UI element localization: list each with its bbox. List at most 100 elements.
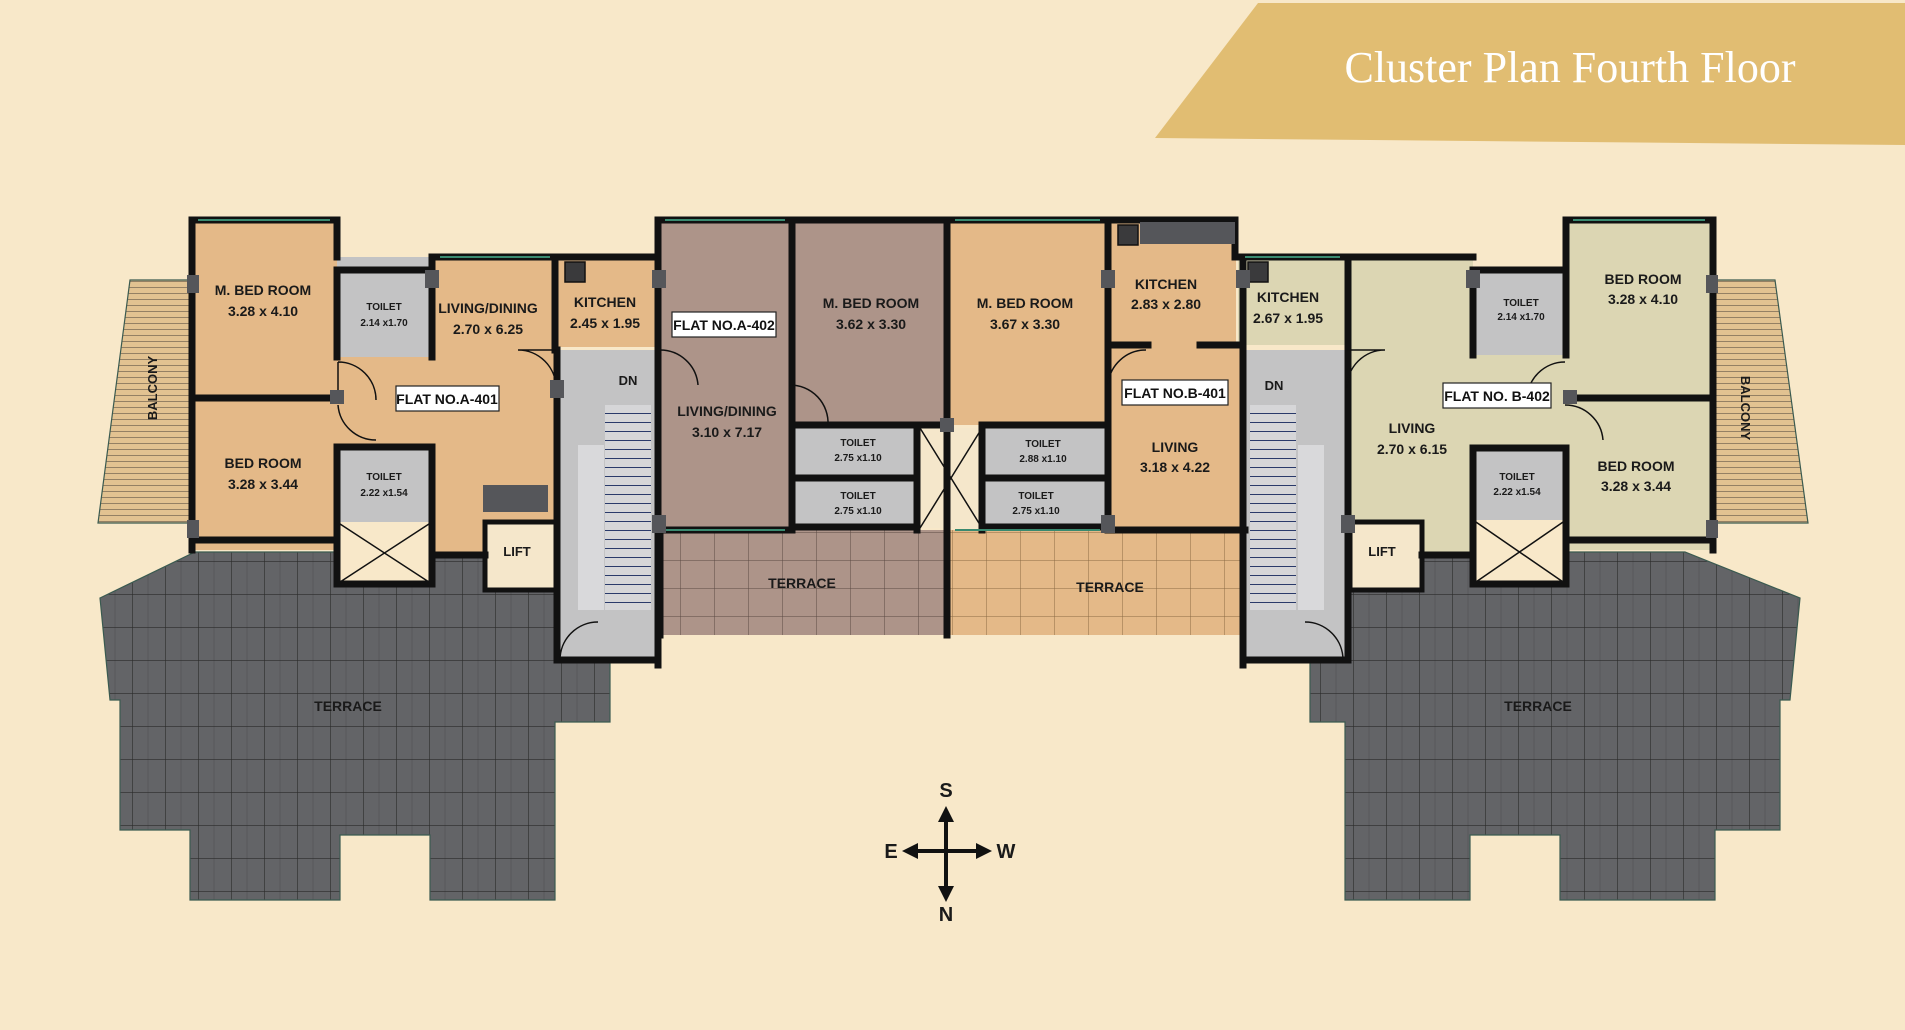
core-right	[1245, 350, 1425, 660]
balcony-right	[1712, 279, 1809, 524]
b402-toilet-2-dims: 2.22 x1.54	[1493, 487, 1541, 498]
compass: S N E W	[884, 780, 1015, 926]
a401-bedroom-name: BED ROOM	[225, 455, 302, 471]
b402-kitchen-dims: 2.67 x 1.95	[1253, 310, 1323, 326]
b402-toilet-1-name: TOILET	[1503, 298, 1538, 309]
terrace-b401	[950, 530, 1245, 635]
b401-living-name: LIVING	[1152, 439, 1199, 455]
room-a402-toilet-1	[792, 428, 917, 476]
room-a402-master-bedroom	[792, 220, 947, 425]
central-duct-cross	[919, 427, 983, 529]
b401-master-bedroom-dims: 3.67 x 3.30	[990, 316, 1060, 332]
a401-kitchen-name: KITCHEN	[574, 294, 636, 310]
terrace-right-label: TERRACE	[1504, 698, 1572, 714]
balcony-right-label: BALCONY	[1738, 376, 1753, 441]
flat-tag-a401-text: FLAT NO.A-401	[396, 391, 498, 407]
a402-master-bedroom-dims: 3.62 x 3.30	[836, 316, 906, 332]
b401-living-dims: 3.18 x 4.22	[1140, 459, 1210, 475]
a401-toilet-2-name: TOILET	[366, 472, 401, 483]
compass-arrow-west	[976, 843, 992, 859]
room-b402-toilet-1	[1473, 270, 1566, 355]
b401-kitchen-dims: 2.83 x 2.80	[1131, 296, 1201, 312]
room-a402-living	[660, 220, 790, 530]
flat-tag-b401-text: FLAT NO.B-401	[1124, 385, 1226, 401]
compass-arrow-east	[902, 843, 918, 859]
compass-arrow-north	[938, 886, 954, 902]
room-a401-toilet-1	[337, 257, 432, 357]
compass-arrow-south	[938, 806, 954, 822]
stair-left	[605, 405, 651, 610]
b402-living-dims: 2.70 x 6.15	[1377, 441, 1447, 457]
b401-toilet-2-dims: 2.75 x1.10	[1012, 506, 1060, 517]
room-a401-master-bedroom	[192, 220, 337, 550]
room-a401-toilet-2	[337, 447, 432, 522]
room-b401-living	[1108, 345, 1243, 530]
compass-north-label: N	[939, 904, 953, 926]
lift-left-label: LIFT	[503, 544, 530, 559]
a401-toilet-1-name: TOILET	[366, 302, 401, 313]
terrace-left-area	[99, 551, 611, 901]
terrace-right-area	[1244, 551, 1801, 901]
a401-toilet-2-dims: 2.22 x1.54	[360, 488, 408, 499]
windows	[198, 219, 1705, 531]
room-a402-toilet-2	[792, 480, 917, 527]
counter-b401	[1140, 222, 1235, 244]
compass-east-label: E	[884, 841, 897, 863]
b402-bedroom-2-dims: 3.28 x 3.44	[1601, 478, 1671, 494]
b402-bedroom-1-dims: 3.28 x 4.10	[1608, 291, 1678, 307]
a401-living-dims: 2.70 x 6.25	[453, 321, 523, 337]
terrace-a402	[660, 530, 947, 635]
b402-bedroom-1-name: BED ROOM	[1605, 271, 1682, 287]
counter-a401	[483, 485, 548, 512]
terrace-a402-label: TERRACE	[768, 575, 836, 591]
b402-kitchen-name: KITCHEN	[1257, 289, 1319, 305]
title-banner	[1155, 3, 1905, 145]
a402-toilet-1-name: TOILET	[840, 438, 875, 449]
flat-tag-a402-text: FLAT NO.A-402	[673, 317, 775, 333]
room-b402-toilet-2	[1473, 448, 1566, 520]
a402-toilet-2-dims: 2.75 x1.10	[834, 506, 882, 517]
a401-master-bedroom-dims: 3.28 x 4.10	[228, 303, 298, 319]
b402-living-name: LIVING	[1389, 420, 1436, 436]
flat-tag-b402-text: FLAT NO. B-402	[1444, 388, 1550, 404]
a401-living-name: LIVING/DINING	[438, 300, 538, 316]
balcony-left-label: BALCONY	[145, 356, 160, 421]
sink-a401	[564, 261, 586, 283]
b401-toilet-1-name: TOILET	[1025, 439, 1060, 450]
b401-toilet-1-dims: 2.88 x1.10	[1019, 454, 1067, 465]
a401-kitchen-dims: 2.45 x 1.95	[570, 315, 640, 331]
columns	[187, 270, 1718, 538]
sink-b402	[1247, 261, 1269, 283]
lift-right-label: LIFT	[1368, 544, 1395, 559]
a402-toilet-1-dims: 2.75 x1.10	[834, 453, 882, 464]
a402-living-dims: 3.10 x 7.17	[692, 424, 762, 440]
room-labels: M. BED ROOM 3.28 x 4.10 TOILET 2.14 x1.7…	[215, 271, 1682, 595]
stair-right-down-label: DN	[1265, 378, 1284, 393]
terrace-left-label: TERRACE	[314, 698, 382, 714]
flat-tag-b402: FLAT NO. B-402	[1442, 382, 1552, 409]
a402-toilet-2-name: TOILET	[840, 491, 875, 502]
compass-south-label: S	[939, 780, 952, 802]
b402-toilet-1-dims: 2.14 x1.70	[1497, 312, 1545, 323]
flat-tag-a402: FLAT NO.A-402	[671, 311, 777, 338]
stair-left-down-label: DN	[619, 373, 638, 388]
room-b401-master-bedroom	[950, 220, 1108, 425]
stair-right	[1250, 405, 1296, 610]
a401-toilet-1-dims: 2.14 x1.70	[360, 318, 408, 329]
a401-bedroom-dims: 3.28 x 3.44	[228, 476, 298, 492]
b401-master-bedroom-name: M. BED ROOM	[977, 295, 1073, 311]
a402-master-bedroom-name: M. BED ROOM	[823, 295, 919, 311]
duct-a401-cross	[336, 521, 433, 585]
page-title: Cluster Plan Fourth Floor	[1344, 43, 1795, 92]
duct-b402-cross	[1472, 519, 1567, 585]
a401-master-bedroom-name: M. BED ROOM	[215, 282, 311, 298]
room-b401-toilet-1	[983, 428, 1108, 476]
terrace-b401-label: TERRACE	[1076, 579, 1144, 595]
sink-b401	[1117, 224, 1139, 246]
b401-kitchen-name: KITCHEN	[1135, 276, 1197, 292]
b401-toilet-2-name: TOILET	[1018, 491, 1053, 502]
a402-living-name: LIVING/DINING	[677, 403, 777, 419]
flat-tag-a401: FLAT NO.A-401	[395, 385, 500, 412]
